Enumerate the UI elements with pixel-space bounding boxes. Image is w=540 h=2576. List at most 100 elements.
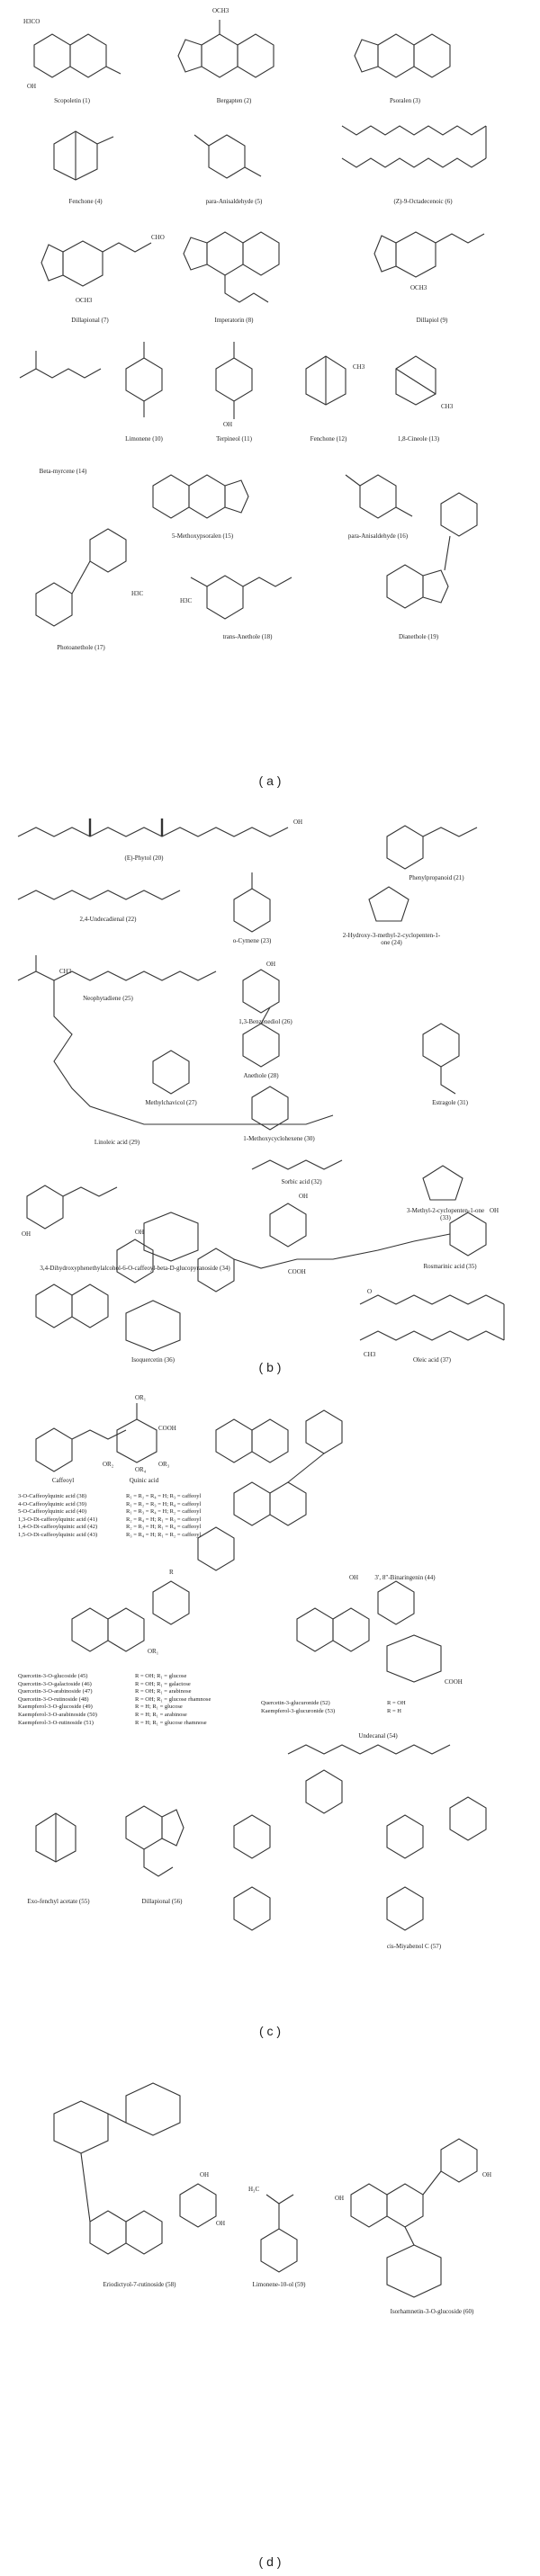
panel-a-group-3: OCH3 [212,7,230,14]
panel-b: OH OH CH3 OH OH OH COOH OH CH3 O (E)-Phy… [0,801,540,1376]
panel-c: OR₁ COOH OR₂ OR₃ OR₄ R OR₁ COOH OH Caffe… [0,1394,540,2285]
fenchone-2-structure [305,355,346,406]
flavonol-names: Quercetin-3-O-glucoside (45) Quercetin-3… [18,1673,126,1727]
trans-anethole-structure [190,575,292,620]
binaringenin-structure [197,1409,343,1571]
dillapional-structure [40,240,152,287]
phytol-structure [17,818,289,837]
panel-d-group-1: OH [200,2171,210,2178]
myrcene-structure [19,351,102,379]
compound-55-label: Exo-fenchyl acetate (55) [27,1898,90,1905]
flavonol-row-name: Quercetin-3-O-arabinoside (47) [18,1688,93,1695]
quinic-row-sub: R₃ = R₄ = H; R₁ = R₂ = caffeoyl [126,1531,202,1538]
panel-d: OH OH H₃C OH OH Eriodictyol-7-rutinoside… [0,2060,540,2576]
quinic-row-sub: R₁ = R₂ = R₄ = H; R₃ = caffeoyl [126,1493,202,1499]
quinic-row-name: 1,4-O-Di-caffeoylquinic acid (42) [18,1524,98,1531]
compound-28-label: Anethole (28) [243,1072,279,1079]
compound-18-label: trans-Anethole (18) [222,633,273,640]
panel-a-structures [19,20,487,627]
panel-a-tag: ( a ) [258,774,282,788]
panel-b-group-2: OH [266,961,276,968]
cineole-structure [395,355,436,406]
neophytadiene-structure [17,955,217,981]
quinic-row-sub: R₂ = R₃ = H; R₁ = R₄ = caffeoyl [126,1524,202,1531]
methoxypsoralen-structure [152,474,249,519]
glucuronide-row-name: Kaempferol-3-glucuronide (53) [261,1707,336,1714]
phenylpropanoid-structure [386,825,478,870]
compound-14-label: Beta-myrcene (14) [39,468,87,475]
panel-c-group-8: COOH [445,1678,463,1686]
methylchavicol-structure [152,1050,190,1095]
compound-3-label: Psoralen (3) [389,97,421,104]
compound-2-label: Bergapten (2) [216,97,252,104]
quinic-row-sub: R₁ = R₂ = R₃ = H; R₄ = caffeoyl [126,1500,202,1507]
compound-35-label: Rosmarinic acid (35) [423,1263,477,1270]
dillapional-2-structure [125,1805,184,1877]
flavonol-row-name: Quercetin-3-O-rutinoside (48) [18,1695,89,1703]
panel-a-group-6: OCH3 [410,284,428,291]
panel-a-group-8: OH [223,421,233,428]
terpineol-structure [215,342,253,419]
compound-9-label: Dillapiol (9) [416,317,448,324]
panel-a-group-2: OH [27,83,37,90]
panel-d-tag: ( d ) [258,2554,282,2569]
compound-25-label: Neophytadiene (25) [83,995,133,1002]
linoleic-acid-structure [53,980,334,1125]
panel-c-group-5: OR₄ [135,1466,147,1473]
compound-20-label: (E)-Phytol (20) [124,854,164,862]
panel-a-group-1: H3CO [23,18,40,25]
compound-21-label: Phenylpropanoid (21) [409,874,464,881]
flavonol-row-name: Kaempferol-3-O-arabinoside (50) [18,1711,97,1718]
undecadienal-structure [17,890,181,900]
compound-58-label: Eriodictyol-7-rutinoside (58) [103,2281,176,2288]
panel-b-tag: ( b ) [258,1360,282,1374]
panel-c-group-4: OR₃ [158,1461,170,1468]
compound-13-label: 1,8-Cineole (13) [397,435,440,443]
panel-a-group-7: H3C [131,590,144,597]
compound-22-label: 2,4-Undecadienal (22) [79,916,137,923]
glucuronide-names: Quercetin-3-glucuronide (52) Kaempferol-… [261,1700,378,1715]
compound-54-label: Undecanal (54) [358,1732,398,1740]
quinic-acid-structure [116,1403,158,1463]
compound-19-label: Dianethole (19) [398,633,439,640]
dillapiol-structure [374,231,485,278]
glucuronide-row-sub: R = OH [387,1700,406,1706]
glucuronide-structure [296,1580,442,1683]
panel-d-group-2: OH [216,2220,226,2227]
panel-c-group-1: OR₁ [135,1394,147,1401]
panel-d-structures [53,2082,478,2298]
oleic-acid-structure [359,1294,505,1341]
quinic-row-sub: R₁ = R₃ = R₄ = H; R₂ = caffeoyl [126,1508,202,1516]
photoanethole-structure [35,528,127,627]
panel-a-group-9: CH3 [353,363,365,371]
compound-16-label: para-Anisaldehyde (16) [347,532,409,540]
quinic-names: 3-O-Caffeoylquinic acid (38) 4-O-Caffeoy… [18,1493,126,1540]
limonene-ol-structure [260,2194,298,2273]
compound-1-label: Scopoletin (1) [54,97,90,104]
panel-b-group-1: OH [293,818,303,826]
compound-56-label: Dillapional (56) [141,1898,183,1905]
isorhamnetin-glucoside-structure [350,2138,478,2298]
scopoletin-structure [33,33,122,78]
compound-57-label: cis-Miyabenol C (57) [386,1943,442,1950]
glucuronide-substituents: R = OH R = H [387,1700,441,1715]
flavonol-row-sub: R = OH; R₁ = galactose [135,1680,191,1687]
panel-b-group-6: OH [490,1207,500,1214]
panel-b-group-8: OH [135,1229,145,1236]
fenchyl-acetate-structure [35,1812,76,1863]
compound-10-label: Limonene (10) [125,435,163,443]
compound-23-label: o-Cymene (23) [232,937,272,944]
isoquercetin-structure [35,1239,181,1352]
anisaldehyde-structure [194,134,262,179]
compound-32-label: Sorbic acid (32) [281,1178,322,1185]
psoralen-structure [354,33,451,78]
glucuronide-row-sub: R = H [387,1707,401,1714]
estragole-structure [422,1023,460,1095]
bergapten-structure [177,20,274,78]
caffeoyl-label: Caffeoyl [51,1477,75,1484]
quinic-row-name: 5-O-Caffeoylquinic acid (40) [18,1508,87,1516]
panel-a-group-10: CH3 [441,403,454,410]
compound-36-label: Isoquercetin (36) [130,1356,175,1364]
fenchone-structure [53,130,114,181]
panel-d-group-3: H₃C [248,2186,260,2193]
